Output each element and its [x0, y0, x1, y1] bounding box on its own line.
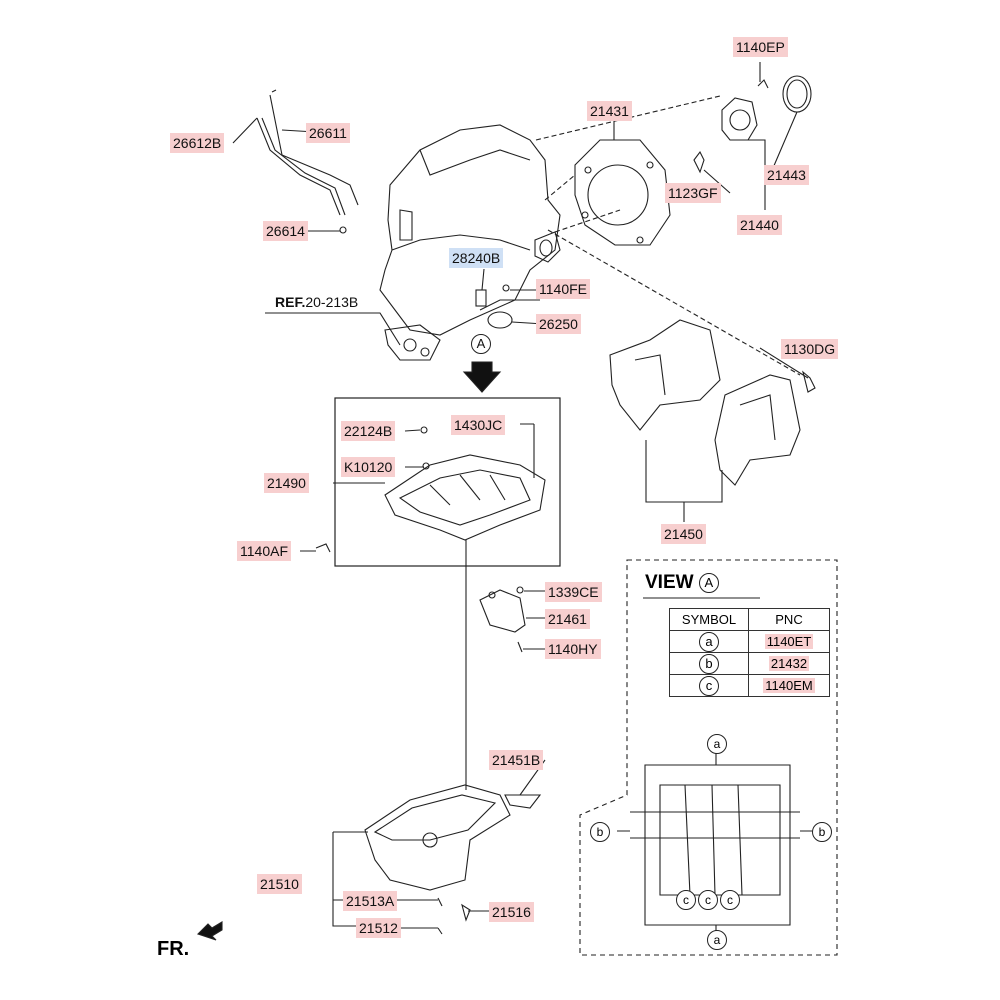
seal-case	[721, 97, 758, 141]
filter-bracket	[384, 324, 441, 361]
view-symbol-a-bottom: a	[707, 930, 727, 950]
part-label-1339CE: 1339CE	[545, 582, 602, 602]
reference-label: REF.20-213B	[275, 294, 358, 310]
view-symbol-b-left: b	[590, 822, 610, 842]
part-label-21516: 21516	[489, 902, 534, 922]
view-title: VIEW A	[645, 572, 719, 594]
part-label-1140EP: 1140EP	[733, 37, 788, 57]
table-row: a 1140ET	[669, 630, 830, 653]
pnc-value: 1140EM	[763, 678, 815, 693]
front-arrow	[196, 921, 223, 941]
view-symbol-c-1: c	[676, 890, 696, 910]
part-label-22124B: 22124B	[341, 421, 396, 441]
baffle-group-box	[334, 397, 561, 567]
symbol-header: SYMBOL	[669, 608, 749, 631]
part-label-1123GF: 1123GF	[665, 183, 721, 203]
view-box	[579, 559, 838, 956]
part-label-1140AF: 1140AF	[237, 541, 291, 561]
view-symbol-c-3: c	[720, 890, 740, 910]
part-label-21510: 21510	[257, 874, 302, 894]
part-label-26611: 26611	[306, 123, 350, 143]
view-marker-a: A	[471, 334, 491, 354]
symbol-table: SYMBOL PNC a 1140ET b 21432 c 1140EM	[669, 608, 830, 697]
dipstick-gauge	[269, 94, 359, 206]
part-label-21443: 21443	[764, 165, 809, 185]
symbol-a: a	[699, 631, 719, 652]
part-label-26250: 26250	[536, 314, 581, 334]
table-row: b 21432	[669, 652, 830, 675]
part-label-28240B: 28240B	[449, 248, 504, 268]
view-title-text: VIEW	[645, 572, 694, 593]
part-label-1430JC: 1430JC	[451, 415, 506, 435]
part-label-1140FE: 1140FE	[536, 279, 590, 299]
baffle-plate	[384, 454, 546, 541]
oil-pan	[364, 784, 511, 891]
part-label-21490: 21490	[264, 473, 309, 493]
symbol-b: b	[699, 653, 719, 674]
reference-prefix: REF.	[275, 294, 306, 310]
part-label-21450: 21450	[661, 524, 706, 544]
front-label: FR.	[157, 938, 190, 960]
part-label-26614: 26614	[263, 221, 308, 241]
symbol-table-header: SYMBOL PNC	[669, 608, 830, 631]
dipstick-guide	[256, 117, 341, 216]
part-label-21431: 21431	[587, 101, 632, 121]
part-label-26612B: 26612B	[170, 133, 225, 153]
ladder-frame	[609, 319, 721, 431]
view-symbol-a-top: a	[707, 734, 727, 754]
reference-code: 20-213B	[305, 294, 359, 310]
part-label-21440: 21440	[737, 215, 782, 235]
part-label-21451B: 21451B	[489, 750, 544, 770]
symbol-c: c	[699, 675, 719, 696]
view-symbol-c-2: c	[698, 890, 718, 910]
engine-block	[379, 124, 561, 336]
part-label-21512: 21512	[356, 918, 401, 938]
pnc-value: 21432	[768, 656, 810, 671]
pnc-header: PNC	[748, 608, 830, 631]
table-row: c 1140EM	[669, 674, 830, 697]
arrow-a	[462, 361, 502, 393]
part-label-21513A: 21513A	[343, 891, 398, 911]
view-title-letter: A	[698, 572, 719, 593]
part-label-21461: 21461	[545, 609, 590, 629]
view-symbol-b-right: b	[812, 822, 832, 842]
part-label-1140HY: 1140HY	[545, 639, 601, 659]
pnc-value: 1140ET	[764, 634, 814, 649]
flywheel-plate	[574, 139, 671, 246]
oil-level-sensor	[479, 589, 526, 633]
part-label-1130DG: 1130DG	[781, 339, 839, 359]
part-label-K10120: K10120	[341, 457, 396, 477]
view-baffle	[644, 764, 791, 926]
